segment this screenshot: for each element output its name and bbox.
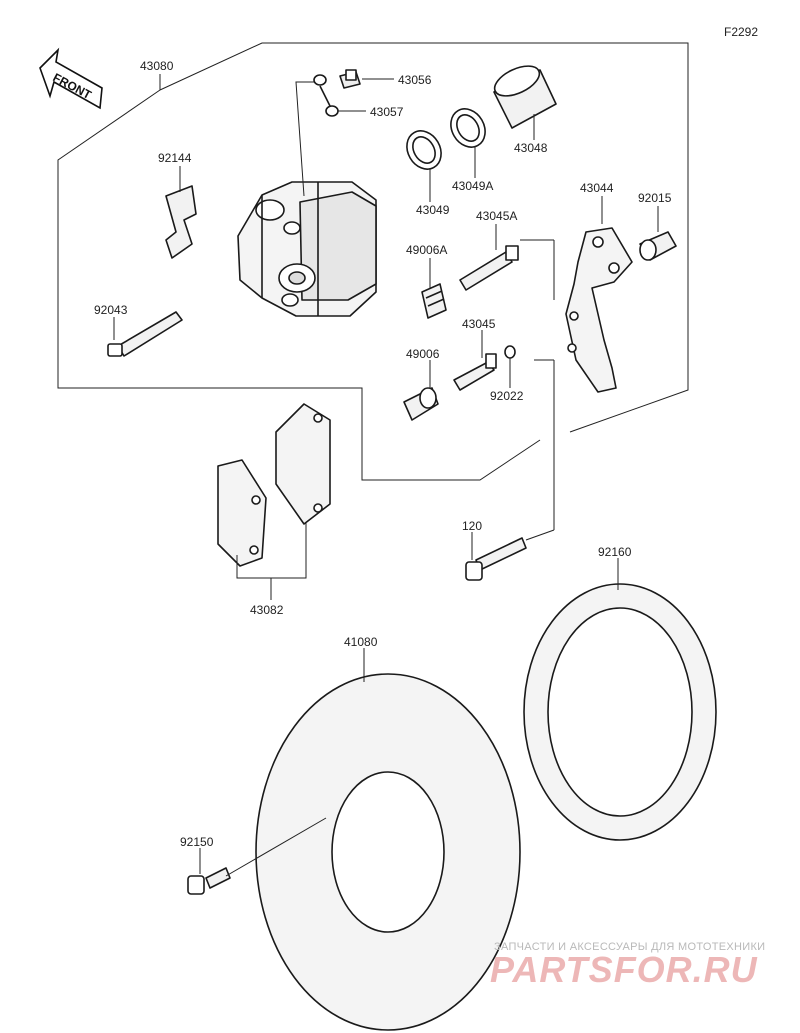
- slide-pin-a: [459, 245, 519, 291]
- disc-cover: [523, 583, 717, 841]
- bracket-collar: [639, 231, 677, 261]
- part-label-49006: 49006: [406, 347, 440, 361]
- part-label-49006a: 49006A: [406, 243, 447, 257]
- watermark-brand: PARTSFOR.RU: [490, 949, 758, 990]
- leader-lines: [113, 78, 659, 877]
- caliper-bracket: [565, 227, 633, 393]
- slide-pin: [107, 311, 183, 357]
- part-label-43045: 43045: [462, 317, 496, 331]
- part-label-92160: 92160: [598, 545, 632, 559]
- circlip: [504, 345, 516, 359]
- part-label-43056: 43056: [398, 73, 432, 87]
- watermark-tagline: ЗАПЧАСТИ И АКСЕССУАРЫ ДЛЯ МОТОТЕХНИКИ: [494, 941, 765, 953]
- slide-pin-b: [453, 353, 497, 391]
- dust-boot: [403, 387, 439, 421]
- part-label-92022: 92022: [490, 389, 524, 403]
- part-label-43048: 43048: [514, 141, 548, 155]
- bleeder-valve: [339, 69, 361, 89]
- caliper-body: [237, 181, 377, 317]
- diagram-code: F2292: [724, 25, 758, 39]
- front-arrow-icon: FRONT: [39, 47, 103, 110]
- bleeder-cap: [313, 74, 339, 117]
- part-label-43082: 43082: [250, 603, 284, 617]
- part-label-92043: 92043: [94, 303, 128, 317]
- part-label-43049a: 43049A: [452, 179, 493, 193]
- disc-bolt: [187, 867, 231, 895]
- brake-pads: [217, 403, 331, 567]
- part-label-43049: 43049: [416, 203, 450, 217]
- brake-disc: [255, 673, 521, 1031]
- pad-spring: [165, 185, 197, 259]
- part-label-92015: 92015: [638, 191, 672, 205]
- assembly-outline: [57, 89, 541, 481]
- piston-seal: [406, 130, 442, 170]
- mounting-bolt: [465, 537, 527, 581]
- part-label-41080: 41080: [344, 635, 378, 649]
- piston: [493, 65, 557, 129]
- part-label-92150: 92150: [180, 835, 214, 849]
- part-label-43057: 43057: [370, 105, 404, 119]
- part-label-92144: 92144: [158, 151, 192, 165]
- piston-seal-a: [450, 108, 486, 148]
- part-label-43044: 43044: [580, 181, 614, 195]
- part-label-120: 120: [462, 519, 482, 533]
- part-label-43045a: 43045A: [476, 209, 517, 223]
- part-label-43080: 43080: [140, 59, 174, 73]
- dust-boot-a: [421, 283, 447, 319]
